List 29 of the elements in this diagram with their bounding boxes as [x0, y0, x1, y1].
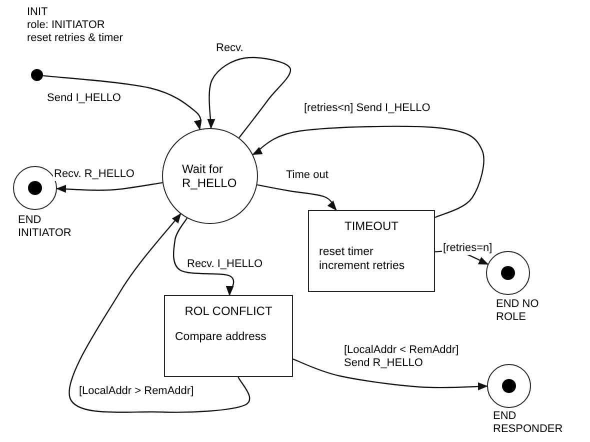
state-caption: INIT — [27, 6, 49, 20]
edge-label: Recv. R_HELLO — [53, 168, 136, 182]
edge-label: [LocalAddr > RemAddr] — [78, 385, 195, 398]
edge-label: Send I_HELLO — [46, 92, 122, 106]
edge-label: Recv. I_HELLO — [186, 258, 264, 272]
state-caption: END RESPONDER — [493, 410, 564, 436]
state-name: Wait for R_HELLO — [182, 162, 238, 190]
transition-arrow — [56, 182, 163, 193]
state-box — [308, 210, 435, 292]
edge-label: [retries=n] — [442, 242, 494, 256]
state-actions: Compare address — [175, 330, 268, 344]
transition-arrow — [257, 184, 337, 211]
edge-label: [retries<n] Send I_HELLO — [303, 102, 432, 116]
transition-arrow — [206, 56, 292, 138]
state-title: ROL CONFLICT — [184, 304, 274, 318]
transition-arrow — [292, 358, 488, 390]
transition-arrow — [252, 126, 484, 218]
initial-state-dot — [31, 69, 43, 81]
state-caption: reset retries & timer — [27, 32, 124, 46]
state-box — [164, 295, 293, 377]
final-state-circle — [487, 364, 531, 408]
transition-arrow — [68, 213, 250, 413]
state-caption: END INITIATOR — [18, 214, 72, 240]
transition-arrow — [172, 218, 236, 296]
state-title: TIMEOUT — [344, 219, 400, 233]
state-actions: reset timer increment retries — [319, 245, 406, 274]
state-caption: role: INITIATOR — [27, 19, 106, 32]
state-caption: END NO ROLE — [496, 298, 540, 324]
transition-arrow — [42, 75, 204, 130]
